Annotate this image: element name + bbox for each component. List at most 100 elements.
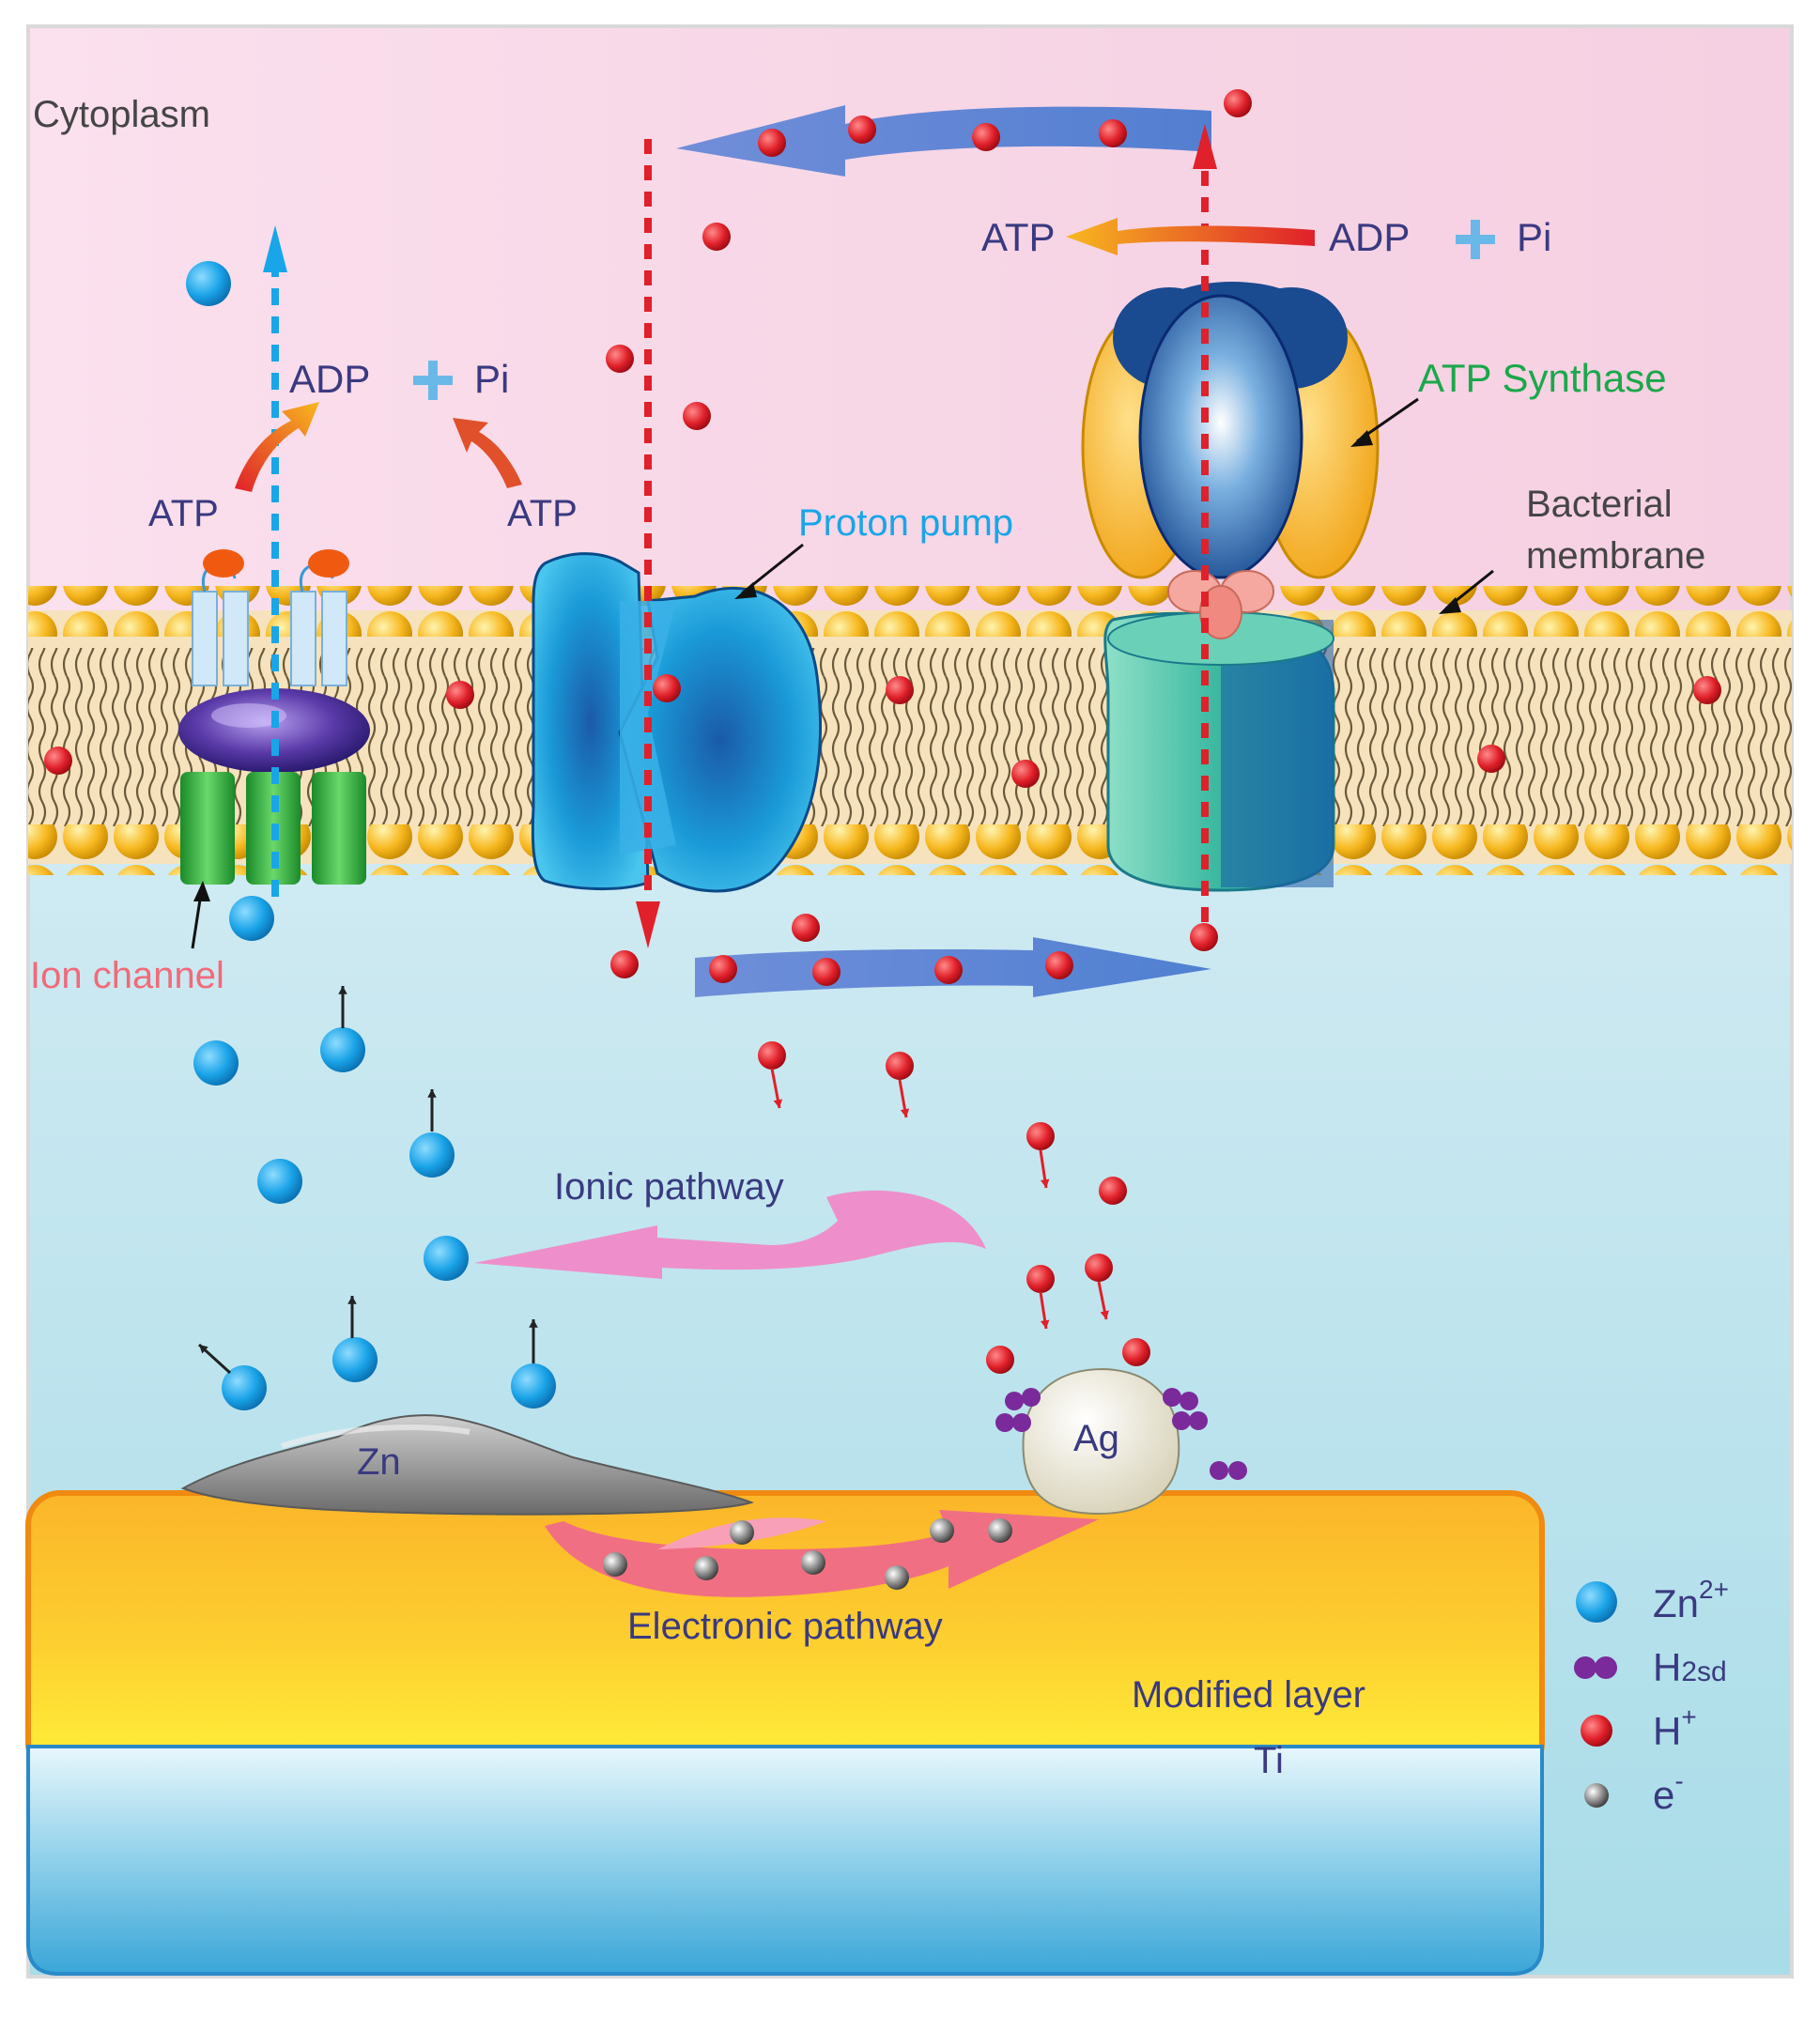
electron: [988, 1518, 1012, 1543]
proton-pump-dashed-arrowhead: [636, 901, 660, 948]
proton-motion-arrow-head: [1100, 1310, 1109, 1319]
plus-icon-left: [413, 361, 453, 400]
zn-ion: [409, 1132, 455, 1178]
proton: [972, 123, 1000, 151]
proton-pump-leader-head: [734, 582, 757, 599]
proton: [709, 955, 737, 983]
proton: [446, 681, 474, 709]
proton-motion-arrow-head: [773, 1099, 783, 1108]
adp-left-label: ADP: [289, 357, 370, 401]
electron: [801, 1550, 825, 1575]
zn-dashed-arrowhead: [263, 225, 287, 272]
proton: [1085, 1254, 1113, 1282]
proton: [848, 115, 876, 144]
legend: Zn2+ H2sd H+ e-: [1574, 1575, 1729, 1817]
atp-left-2-arrow: [453, 418, 522, 488]
zn-label: Zn: [357, 1441, 401, 1483]
atp-synthase-leader-head: [1350, 430, 1373, 447]
proton: [44, 747, 72, 775]
zn-ion: [222, 1365, 267, 1410]
atp-left-2-label: ATP: [507, 493, 578, 534]
electron: [885, 1565, 909, 1590]
proton: [1693, 676, 1721, 704]
bacterial-membrane-leader-head: [1439, 597, 1461, 614]
legend-h2sd-label: H2sd: [1653, 1645, 1727, 1689]
legend-proton-icon: [1581, 1715, 1612, 1747]
proton: [653, 674, 681, 702]
zn-ion-motion-arrow-head: [529, 1319, 538, 1328]
electronic-pathway-arrow: [545, 1510, 1099, 1597]
ion-channel-label: Ion channel: [30, 955, 224, 996]
proton: [792, 914, 820, 942]
h2sd-on-ag: [995, 1388, 1247, 1480]
atp-left-1-arrow: [235, 402, 319, 492]
proton-motion-arrow-head: [900, 1108, 910, 1117]
zn-ion-motion-arrow-head: [338, 986, 347, 994]
zn-ion: [511, 1363, 556, 1409]
proton: [1011, 760, 1040, 788]
electron: [730, 1520, 754, 1545]
proton: [986, 1346, 1014, 1374]
modified-layer-label: Modified layer: [1132, 1674, 1365, 1716]
zn-ion-particles: [186, 261, 556, 1410]
zn-ion-motion-arrow-head: [427, 1089, 437, 1098]
ion-channel-leader-head: [193, 881, 210, 901]
legend-electron-icon: [1584, 1783, 1609, 1808]
proton: [1026, 1265, 1055, 1293]
atp-right-label: ATP: [981, 215, 1056, 259]
pi-left-label: Pi: [474, 357, 509, 401]
proton: [683, 402, 711, 430]
proton: [1045, 951, 1073, 979]
ag-label: Ag: [1073, 1418, 1119, 1459]
proton-pump-label: Proton pump: [798, 502, 1013, 544]
electron: [603, 1552, 627, 1577]
plus-icon-right: [1456, 220, 1495, 259]
zn-ion: [332, 1337, 378, 1382]
ion-channel: [178, 549, 370, 885]
proton: [812, 958, 841, 986]
proton-motion-arrow-head: [1040, 1178, 1050, 1188]
atp-left-1-label: ATP: [148, 493, 219, 534]
legend-h2sd-icon-b: [1595, 1656, 1617, 1679]
legend-zn-ion-label: Zn2+: [1653, 1575, 1729, 1625]
proton: [1477, 745, 1505, 773]
proton: [702, 223, 731, 251]
proton-particles: [44, 89, 1721, 1374]
proton: [758, 129, 786, 157]
adp-right-label: ADP: [1329, 215, 1410, 259]
zn-ion: [186, 261, 231, 306]
proton: [1099, 1177, 1127, 1205]
legend-proton-label: H+: [1653, 1702, 1697, 1753]
ionic-pathway-label: Ionic pathway: [554, 1166, 784, 1208]
proton: [886, 676, 914, 704]
proton: [610, 950, 639, 978]
proton-motion-arrow-head: [1040, 1319, 1050, 1329]
zn-ion-motion-arrow-head: [199, 1345, 208, 1354]
legend-electron-label: e-: [1653, 1766, 1684, 1817]
frame: [26, 24, 1794, 1979]
synthase-dashed-arrowhead: [1193, 124, 1217, 169]
cytoplasm-label: Cytoplasm: [33, 94, 210, 135]
proton: [1122, 1338, 1150, 1366]
proton: [886, 1052, 914, 1080]
pi-right-label: Pi: [1517, 215, 1551, 259]
electron: [930, 1518, 954, 1543]
proton: [1190, 923, 1218, 951]
bacterial-membrane-label-1: Bacterial: [1526, 484, 1673, 525]
legend-zn-ion-icon: [1576, 1581, 1617, 1623]
bacterial-membrane-label-2: membrane: [1526, 535, 1705, 577]
electronic-pathway-label: Electronic pathway: [627, 1606, 943, 1647]
top-proton-flow-arrow: [676, 105, 1211, 177]
zn-ion: [193, 1040, 239, 1085]
zn-particle: [180, 1414, 755, 1516]
proton: [1099, 119, 1127, 147]
zn-ion: [424, 1236, 469, 1281]
proton: [934, 956, 963, 984]
proton: [1026, 1122, 1055, 1150]
ionic-pathway-arrow: [474, 1190, 986, 1279]
electron-particles: [603, 1518, 1012, 1590]
atp-synthase: [1081, 282, 1380, 892]
atp-synthase-label: ATP Synthase: [1418, 356, 1667, 400]
proton: [758, 1041, 786, 1070]
